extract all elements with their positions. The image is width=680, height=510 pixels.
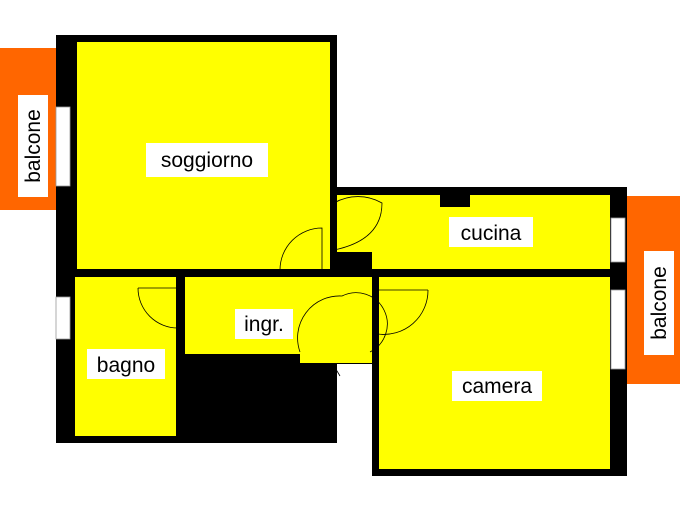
wall-details	[330, 195, 470, 277]
room-name: soggiorno	[161, 149, 253, 172]
balcony-name: balcone	[648, 266, 671, 340]
window-camera	[610, 289, 626, 370]
window-bagno	[55, 296, 71, 340]
balcony-name: balcone	[22, 109, 45, 183]
label-bagno: bagno	[87, 349, 165, 379]
label-ingresso: ingr.	[235, 309, 293, 339]
window-cucina	[610, 217, 626, 263]
doors	[137, 196, 429, 377]
label-balcone-left: balcone	[18, 95, 48, 197]
label-cucina: cucina	[449, 217, 533, 247]
room-name: ingr.	[244, 313, 284, 336]
label-balcone-right: balcone	[644, 251, 674, 355]
room-name: cucina	[461, 222, 522, 245]
label-camera: camera	[452, 371, 542, 401]
room-ingresso-passage	[300, 277, 372, 363]
label-soggiorno: soggiorno	[146, 143, 268, 177]
room-fills	[75, 42, 610, 469]
room-name: camera	[462, 375, 532, 398]
windows	[55, 106, 626, 370]
room-name: bagno	[97, 354, 155, 377]
window-soggiorno	[55, 106, 71, 187]
